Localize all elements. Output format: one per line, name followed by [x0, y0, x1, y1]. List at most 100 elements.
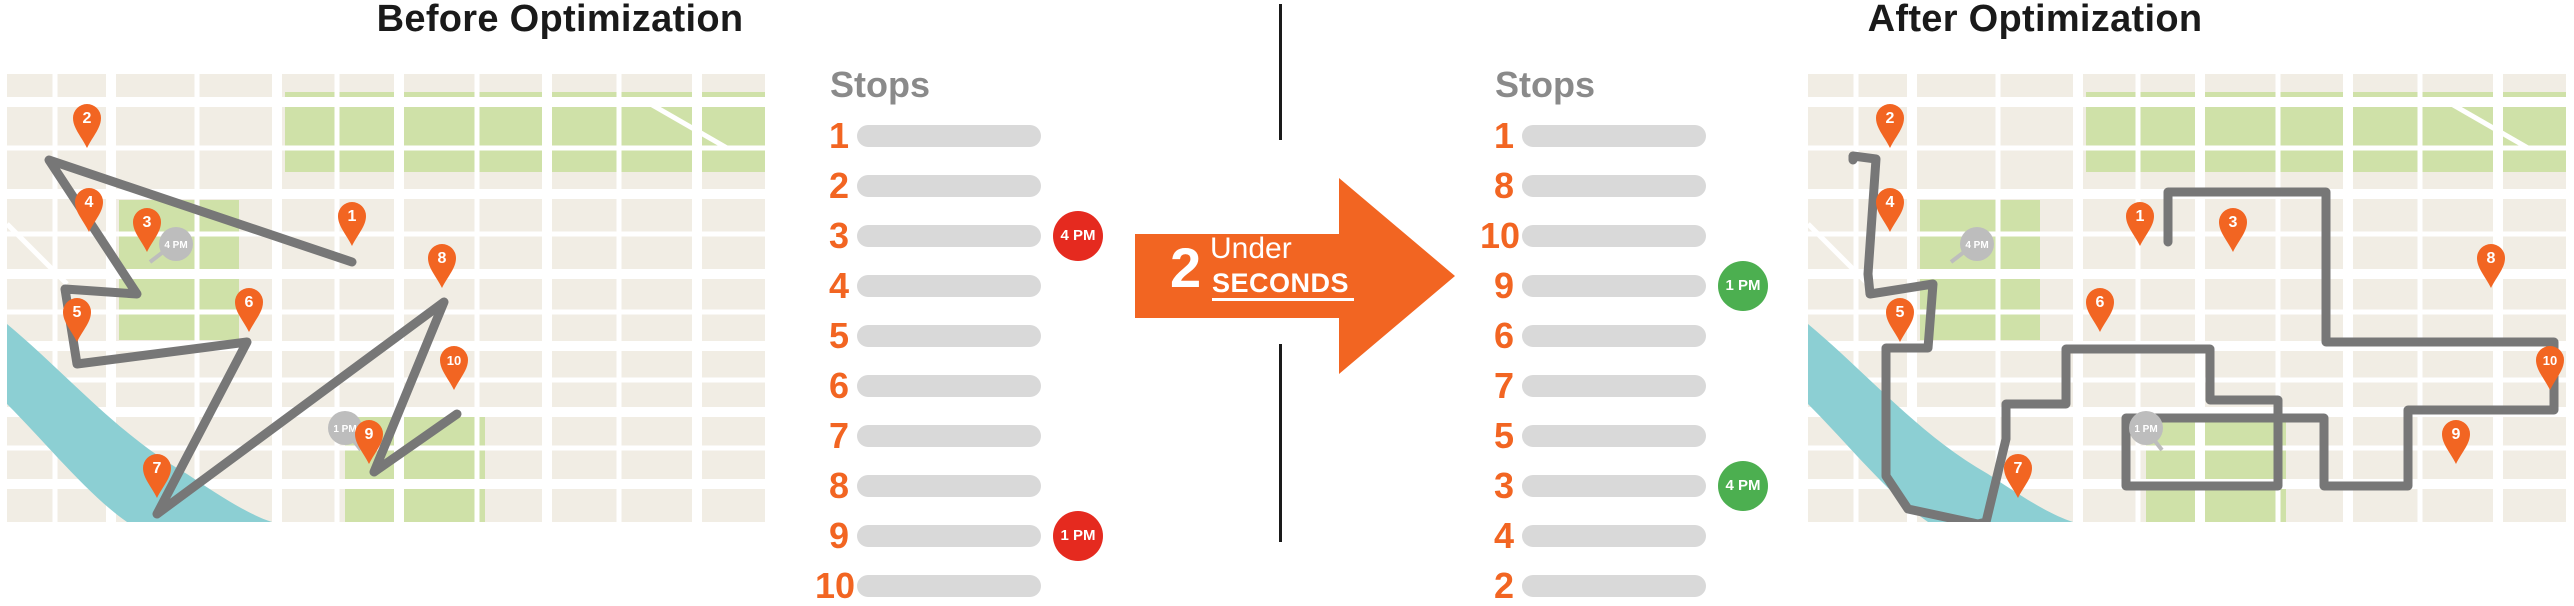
stop-placeholder-bar: [1522, 475, 1706, 497]
stop-row: 4: [815, 266, 1055, 306]
map-pin-icon: 5: [1886, 298, 1914, 342]
before-stops-title: Stops: [830, 64, 931, 105]
stop-number: 1: [828, 115, 849, 156]
stop-placeholder-bar: [1522, 325, 1706, 347]
stop-row: 7: [815, 416, 1055, 456]
time-label-4pm: 4 PM: [164, 240, 187, 251]
map-pin-icon: 2: [1876, 104, 1904, 148]
map-pin-label: 8: [438, 250, 447, 267]
map-pin-label: 8: [2487, 250, 2496, 267]
map-pin-icon: 4: [75, 188, 103, 232]
map-pin-icon: 10: [2536, 346, 2564, 390]
stop-row: 7: [1480, 366, 1720, 406]
map-pin-label: 2: [1886, 110, 1895, 127]
map-pin-icon: 6: [2086, 288, 2114, 332]
stop-placeholder-bar: [1522, 425, 1706, 447]
river: [7, 324, 272, 522]
stop-number: 9: [1493, 265, 1514, 306]
stop-placeholder-bar: [1522, 375, 1706, 397]
map-pin-label: 9: [365, 426, 374, 443]
stop-number: 3: [828, 215, 849, 256]
stop-number: 5: [1493, 415, 1514, 456]
divider-bottom: [1279, 344, 1282, 542]
stop-row: 10: [1480, 216, 1720, 256]
stop-placeholder-bar: [1522, 175, 1706, 197]
after-map: 4 PM 1 PM 1 2 3 4 5 6 7 8 9 10: [1808, 74, 2566, 522]
arrow-seconds-label: SECONDS: [1212, 268, 1350, 298]
map-pin-label: 7: [2014, 460, 2023, 477]
map-pin-icon: 3: [133, 208, 161, 252]
map-pin-label: 9: [2452, 426, 2461, 443]
stop-number: 6: [828, 365, 849, 406]
map-pin-label: 3: [2229, 214, 2238, 231]
arrow-under-label: Under: [1210, 232, 1292, 265]
stop-row: 8: [1480, 166, 1720, 206]
stop-number: 4: [1493, 515, 1514, 556]
stop-number: 2: [828, 165, 849, 206]
stop-number: 7: [828, 415, 849, 456]
map-pin-icon: 3: [2219, 208, 2247, 252]
stop-row: 3: [815, 216, 1055, 256]
after-title: After Optimization: [1867, 0, 2203, 40]
stop-row: 9: [1480, 266, 1720, 306]
stop-placeholder-bar: [1522, 275, 1706, 297]
route-line: [44, 155, 462, 519]
stop-placeholder-bar: [857, 225, 1041, 247]
map-pin-label: 4: [85, 194, 94, 211]
time-label-1pm: 1 PM: [2134, 424, 2157, 435]
stop-row: 3: [1480, 466, 1720, 506]
map-pin-icon: 5: [63, 298, 91, 342]
map-pin-label: 6: [245, 294, 254, 311]
stop-placeholder-bar: [857, 575, 1041, 597]
stop-placeholder-bar: [857, 375, 1041, 397]
stop-placeholder-bar: [857, 275, 1041, 297]
time-window-badge: 1 PM: [1053, 511, 1103, 561]
after-stops-title: Stops: [1495, 64, 1596, 105]
stop-number: 8: [828, 465, 849, 506]
optimized-route-line: [1848, 151, 2559, 522]
stop-number: 5: [828, 315, 849, 356]
stop-placeholder-bar: [857, 525, 1041, 547]
map-pins: 1 2 3 4 5 6 7 8 9 10: [1876, 104, 2564, 498]
stop-number: 9: [828, 515, 849, 556]
divider-top: [1279, 4, 1282, 140]
stop-number: 4: [828, 265, 849, 306]
map-pin-label: 1: [348, 208, 357, 225]
map-pin-icon: 8: [428, 244, 456, 288]
map-pin-label: 1: [2136, 208, 2145, 225]
map-pin-icon: 2: [73, 104, 101, 148]
stop-placeholder-bar: [1522, 125, 1706, 147]
arrow-number: 2: [1170, 236, 1202, 299]
map-pin-icon: 7: [143, 454, 171, 498]
stop-number: 10: [1480, 215, 1521, 256]
stop-placeholder-bar: [857, 325, 1041, 347]
map-pin-icon: 9: [355, 420, 383, 464]
time-label-4pm: 4 PM: [1965, 240, 1988, 251]
stop-number: 1: [1493, 115, 1514, 156]
stop-number: 6: [1493, 315, 1514, 356]
map-pin-label: 6: [2096, 294, 2105, 311]
arrow-underline: [1212, 298, 1354, 301]
stop-row: 2: [1480, 566, 1720, 606]
stop-row: 8: [815, 466, 1055, 506]
stop-number: 10: [815, 565, 856, 606]
map-pins: 1 2 3 4 5 6 7 8 9 10: [63, 104, 468, 498]
time-window-badge: 4 PM: [1053, 211, 1103, 261]
stop-row: 4: [1480, 516, 1720, 556]
speed-arrow: [1135, 178, 1455, 374]
map-pin-icon: 9: [2442, 420, 2470, 464]
map-pin-icon: 1: [338, 202, 366, 246]
map-pin-icon: 1: [2126, 202, 2154, 246]
map-pin-icon: 10: [440, 346, 468, 390]
stop-row: 9: [815, 516, 1055, 556]
map-pin-label: 10: [447, 353, 461, 368]
stop-row: 1: [1480, 116, 1720, 156]
stop-row: 10: [815, 566, 1055, 606]
map-pin-icon: 4: [1876, 188, 1904, 232]
stop-placeholder-bar: [1522, 575, 1706, 597]
stop-placeholder-bar: [1522, 525, 1706, 547]
before-title: Before Optimization: [376, 0, 744, 40]
stop-placeholder-bar: [857, 125, 1041, 147]
time-callouts: 4 PM 1 PM: [148, 227, 363, 452]
map-pin-label: 7: [153, 460, 162, 477]
